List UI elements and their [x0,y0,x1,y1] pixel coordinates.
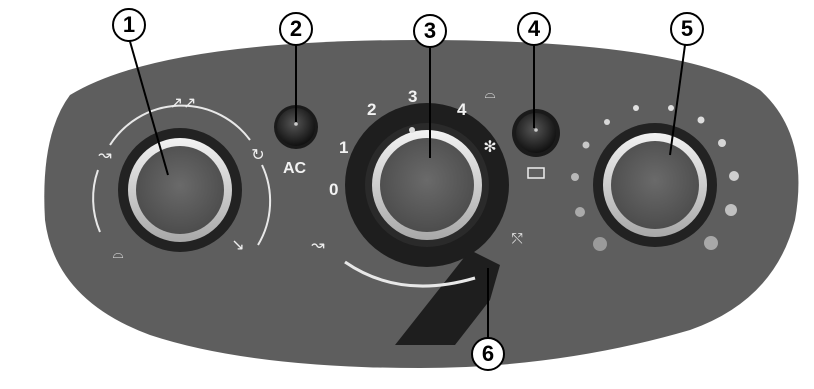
fan-speed-2: 2 [367,100,376,120]
callout-1: 1 [112,8,146,42]
temperature-knob[interactable] [593,123,717,247]
fan-speed-0: 0 [329,180,338,200]
recirculation-icon: ↻ [251,145,264,164]
face-vent-icon: ↗↗ [170,93,197,112]
svg-text:⌓: ⌓ [484,86,495,102]
face-feet-icon: ↝ [98,145,112,164]
fan-speed-4: 4 [457,100,466,120]
defrost-icon: ⌓ [484,86,495,102]
svg-text:⌓: ⌓ [112,246,123,262]
windscreen-feet-icon: ⤲ [511,231,522,247]
svg-text:↝: ↝ [98,145,112,164]
svg-text:⤲: ⤲ [511,231,522,247]
svg-text:↘: ↘ [231,235,244,254]
ac-label: AC [283,160,306,178]
svg-text:✻: ✻ [483,137,496,156]
callout-5: 5 [670,12,704,46]
callout-6: 6 [471,337,505,371]
feet-icon: ↘ [231,235,244,254]
svg-text:↗↗: ↗↗ [170,93,197,112]
rear-demist-button[interactable] [512,109,560,157]
fan-icon: ✻ [483,137,496,156]
callout-4: 4 [517,12,551,46]
svg-text:↝: ↝ [311,235,325,254]
svg-text:↻: ↻ [251,145,264,164]
callout-3: 3 [413,14,447,48]
callout-2: 2 [279,12,313,46]
windscreen-icon: ⌓ [112,246,123,262]
fan-speed-3: 3 [408,87,417,107]
fan-speed-1: 1 [339,138,348,158]
fresh-air-icon: ↝ [311,235,325,254]
